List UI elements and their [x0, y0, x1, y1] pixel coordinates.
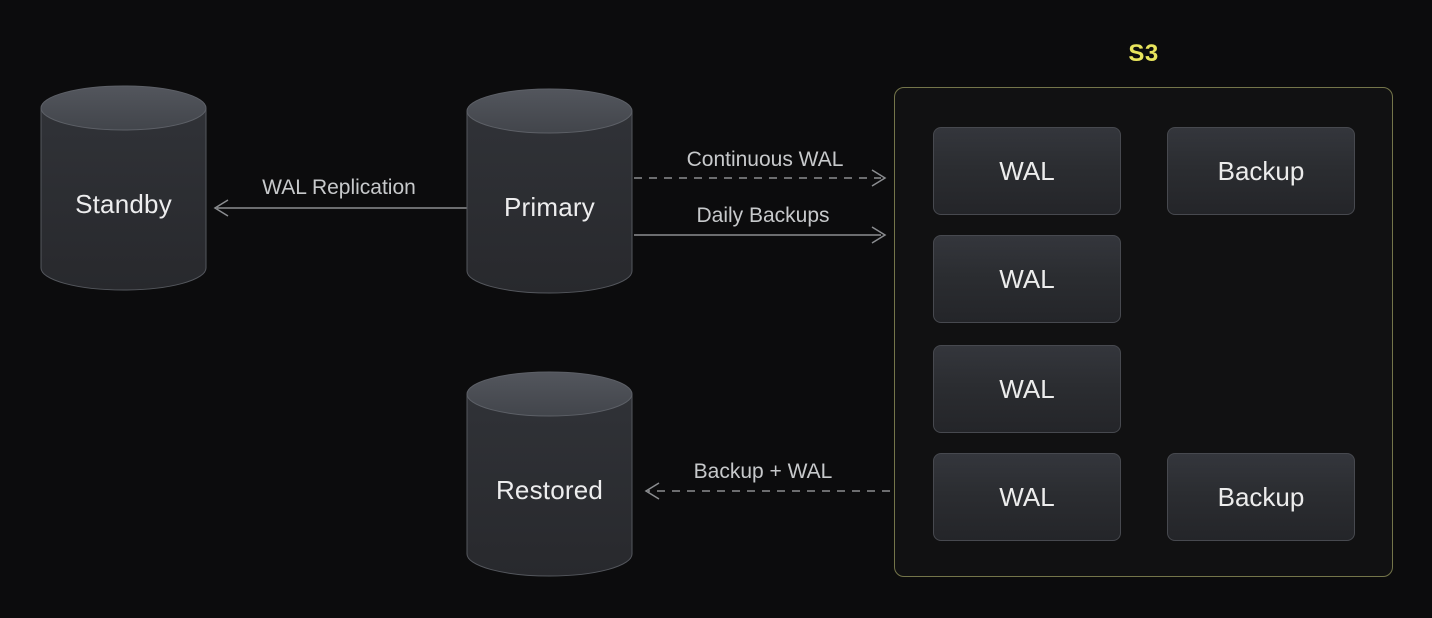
s3-item-wal: WAL — [933, 235, 1121, 323]
node-restored-label: Restored — [495, 474, 604, 505]
s3-item-wal: WAL — [933, 127, 1121, 215]
wal-replication-label: WAL Replication — [262, 176, 416, 199]
s3-item-wal: WAL — [933, 345, 1121, 433]
node-primary: Primary — [466, 88, 633, 294]
node-restored: Restored — [466, 371, 633, 577]
node-primary-label: Primary — [504, 191, 595, 222]
continuous-wal-label: Continuous WAL — [686, 148, 844, 171]
node-standby-label: Standby — [75, 188, 172, 219]
s3-title: S3 — [1128, 40, 1159, 67]
daily-backups-label: Daily Backups — [696, 204, 830, 227]
database-cylinder-icon — [466, 88, 633, 294]
backup-wal-label: Backup + WAL — [693, 460, 833, 483]
daily-backups-arrow — [634, 226, 887, 244]
node-standby: Standby — [40, 85, 207, 291]
continuous-wal-arrow — [634, 169, 887, 187]
s3-container: WAL Backup WAL WAL WAL Backup — [894, 87, 1393, 577]
database-cylinder-icon — [466, 371, 633, 577]
database-cylinder-icon — [40, 85, 207, 291]
backup-wal-arrow — [644, 482, 890, 500]
s3-item-backup: Backup — [1167, 453, 1355, 541]
s3-item-backup: Backup — [1167, 127, 1355, 215]
wal-replication-arrow — [213, 199, 467, 217]
s3-item-wal: WAL — [933, 453, 1121, 541]
